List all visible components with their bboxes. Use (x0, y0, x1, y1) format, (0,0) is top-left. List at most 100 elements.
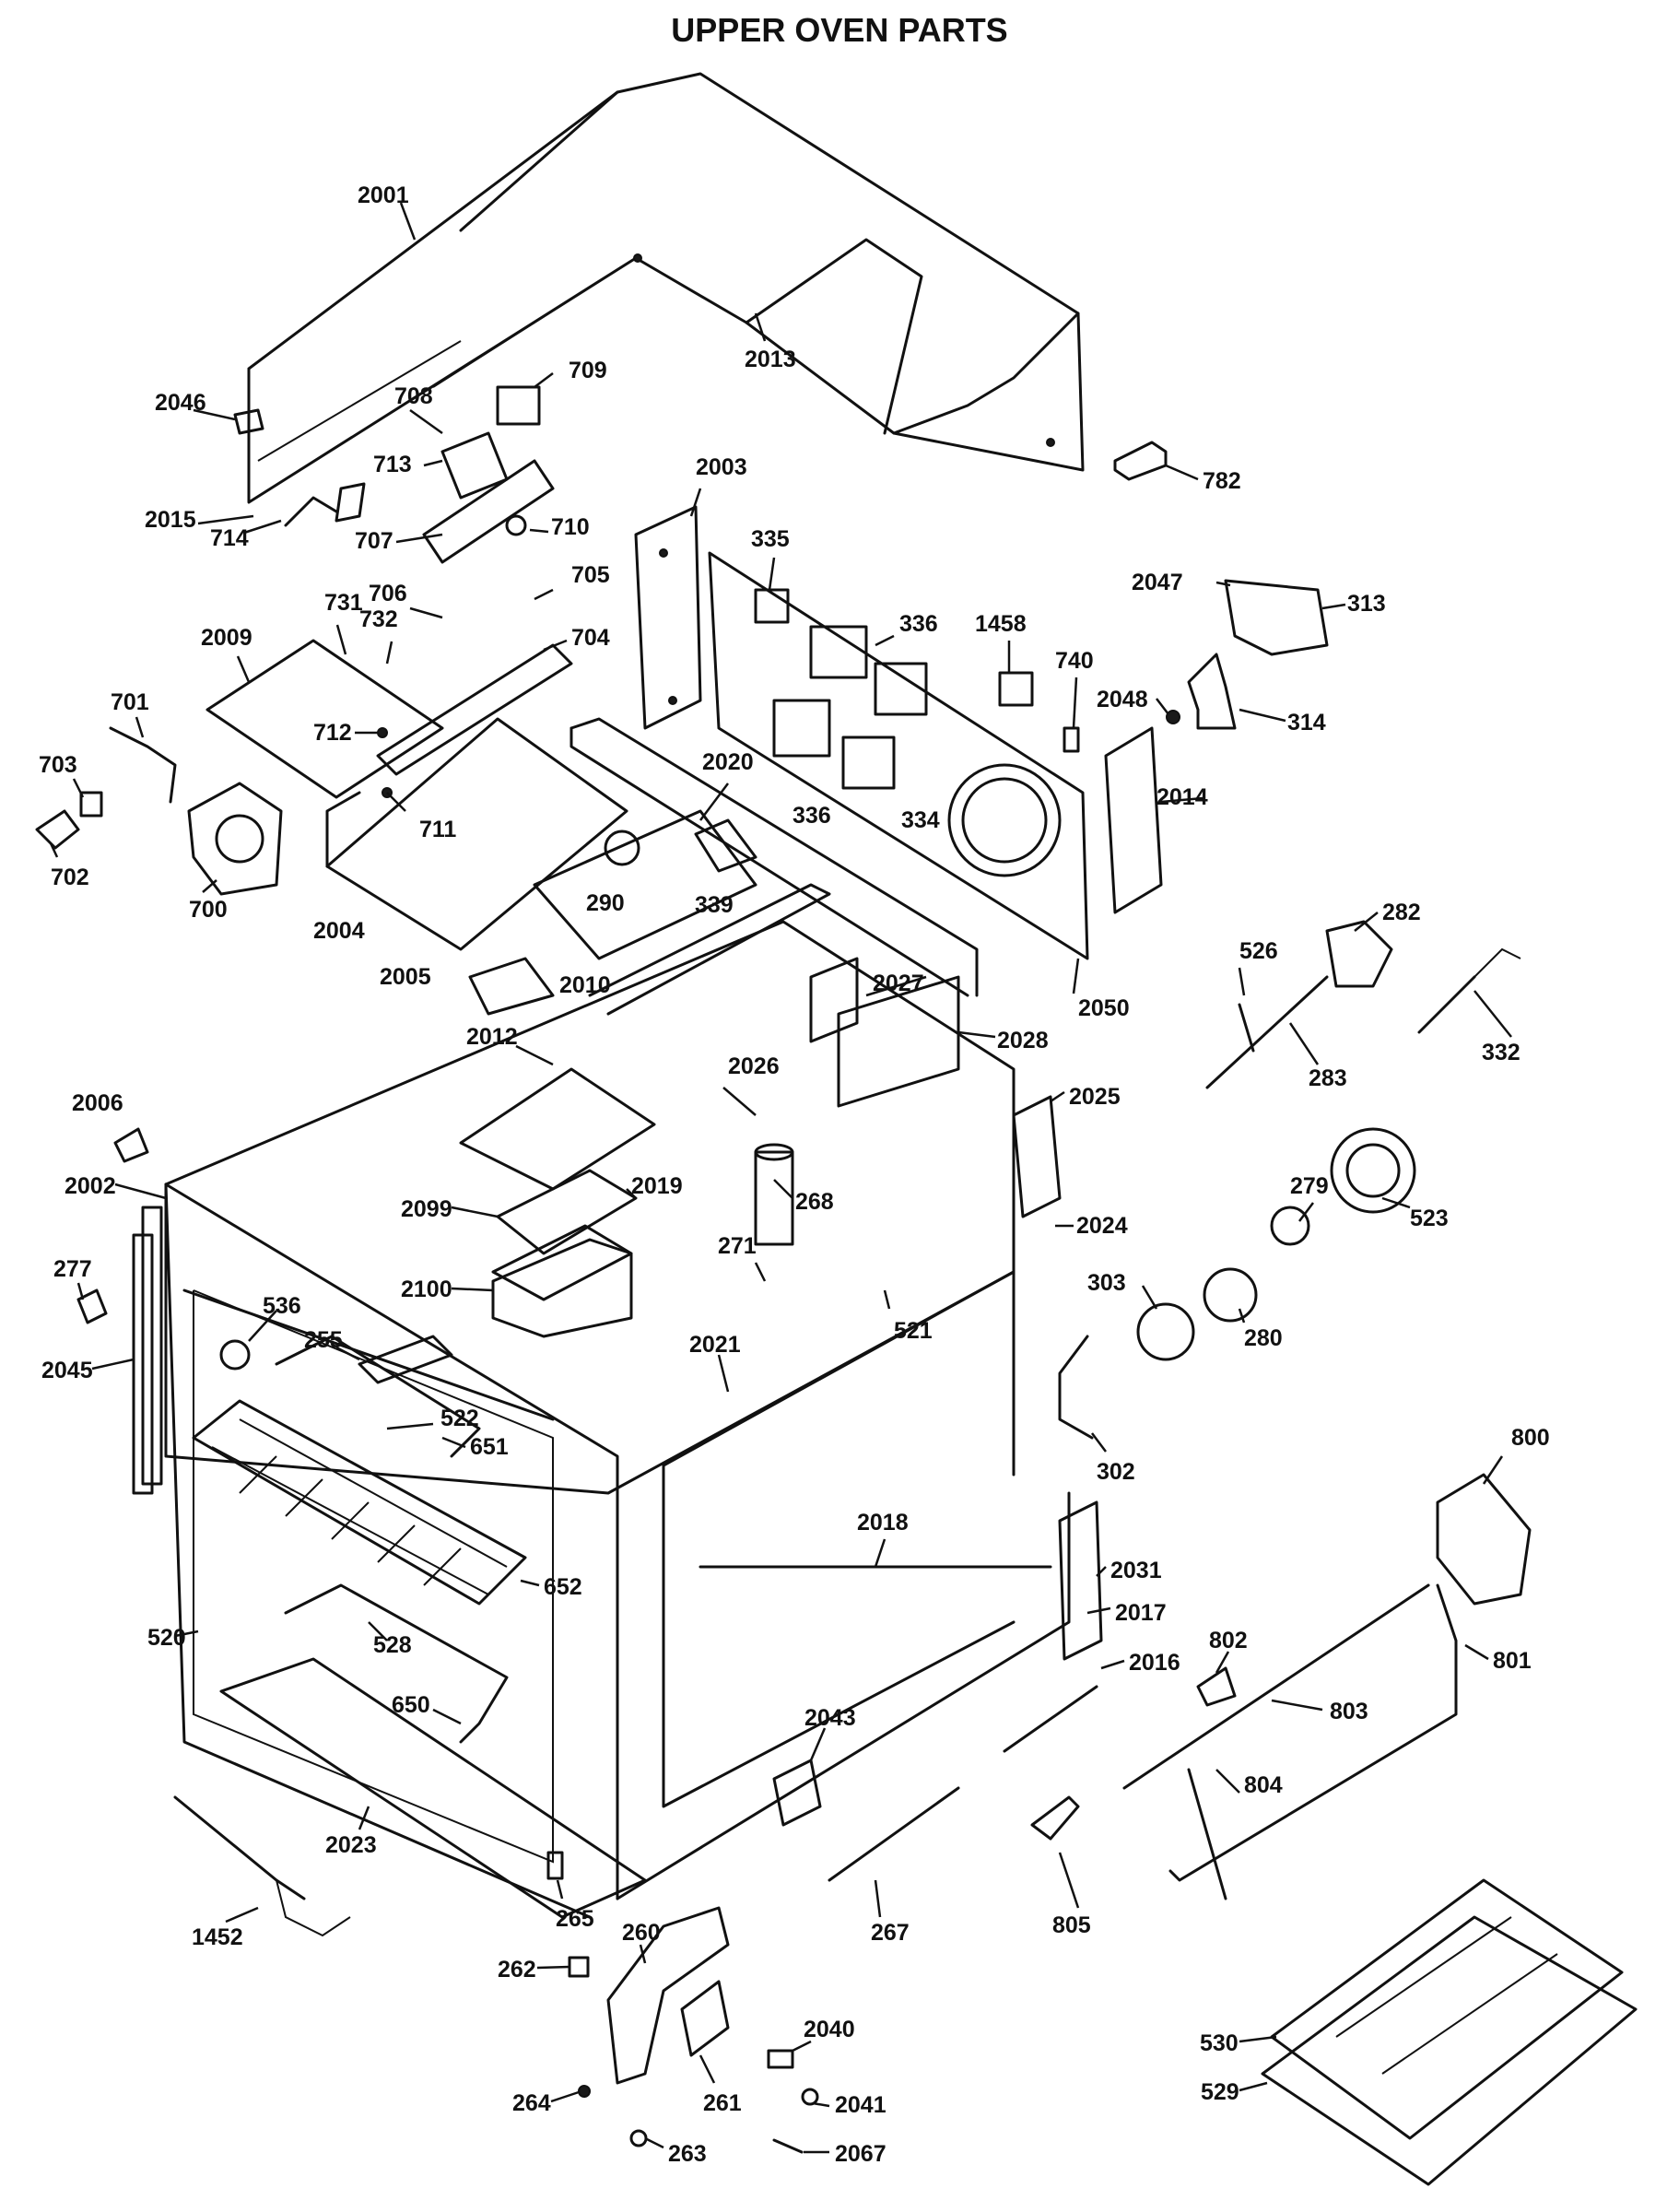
relay-panel-2050 (708, 551, 1089, 960)
label-339: 339 (695, 892, 734, 918)
oven-rack-528 (192, 1399, 527, 1606)
label-2014: 2014 (1157, 784, 1208, 810)
label-2009: 2009 (201, 625, 252, 651)
label-800: 800 (1511, 1425, 1550, 1451)
label-782: 782 (1203, 468, 1241, 494)
label-2041: 2041 (835, 2092, 886, 2118)
part-2006 (113, 1127, 149, 1163)
bottom-panel-2023 (219, 1657, 647, 1919)
parts-2047-313-314 (1187, 579, 1329, 730)
rotisserie-parts-800-801-802-803-804-805 (1030, 1473, 1532, 1900)
label-1458: 1458 (975, 611, 1027, 637)
label-290: 290 (586, 890, 625, 916)
label-255: 255 (304, 1327, 343, 1353)
label-2045: 2045 (41, 1358, 93, 1383)
label-740: 740 (1055, 648, 1094, 674)
label-2012: 2012 (466, 1024, 518, 1050)
label-709: 709 (569, 358, 607, 383)
label-2026: 2026 (728, 1053, 780, 1079)
label-2025: 2025 (1069, 1084, 1121, 1110)
label-708: 708 (394, 383, 433, 409)
broil-element-651 (275, 1335, 481, 1458)
label-650: 650 (392, 1692, 430, 1718)
label-732: 732 (359, 606, 398, 632)
label-2067: 2067 (835, 2141, 886, 2167)
label-2048: 2048 (1097, 687, 1148, 712)
label-702: 702 (51, 865, 89, 890)
label-2013: 2013 (745, 347, 796, 372)
label-529: 529 (1201, 2079, 1239, 2105)
label-2002: 2002 (65, 1173, 116, 1199)
label-277: 277 (53, 1256, 92, 1282)
label-2018: 2018 (857, 1510, 909, 1535)
label-705: 705 (571, 562, 610, 588)
label-279: 279 (1290, 1173, 1329, 1199)
label-260: 260 (622, 1920, 661, 1946)
label-280: 280 (1244, 1325, 1283, 1351)
label-2010: 2010 (559, 972, 611, 998)
part-782 (1113, 441, 1168, 481)
part-277 (76, 1288, 108, 1324)
label-2046: 2046 (155, 390, 206, 416)
label-2006: 2006 (72, 1090, 123, 1116)
label-803: 803 (1330, 1699, 1368, 1724)
vent-2012-2019-2099-2100 (459, 1067, 794, 1338)
label-2019: 2019 (631, 1173, 683, 1199)
top-cover-2001 (247, 72, 1085, 504)
label-528: 528 (373, 1632, 412, 1658)
parts-1458-740-2048 (998, 671, 1180, 753)
parts-701-703-702-700 (35, 726, 283, 896)
broiler-pan-530-529 (1261, 1878, 1638, 2186)
label-651: 651 (470, 1434, 509, 1460)
label-283: 283 (1309, 1065, 1347, 1091)
label-2016: 2016 (1129, 1650, 1180, 1676)
rail-2020 (569, 717, 979, 1016)
label-731: 731 (324, 590, 363, 616)
part-536 (219, 1339, 251, 1371)
label-536: 536 (263, 1293, 301, 1319)
part-265 (546, 1851, 564, 1880)
label-704: 704 (571, 625, 610, 651)
label-526: 526 (1239, 938, 1278, 964)
label-2004: 2004 (313, 918, 365, 944)
label-314: 314 (1287, 710, 1326, 735)
label-282: 282 (1382, 900, 1421, 925)
label-2005: 2005 (380, 964, 431, 990)
part-267 (828, 1786, 960, 1882)
small-parts-264-263-2040-2041-2067 (578, 2049, 819, 2154)
label-2017: 2017 (1115, 1600, 1167, 1626)
label-804: 804 (1244, 1772, 1283, 1798)
label-710: 710 (551, 514, 590, 540)
label-2099: 2099 (401, 1196, 452, 1222)
label-2003: 2003 (696, 454, 747, 480)
label-261: 261 (703, 2090, 742, 2116)
label-713: 713 (373, 452, 412, 477)
control-components (233, 385, 555, 564)
label-2001: 2001 (358, 182, 409, 208)
part-332 (1417, 947, 1521, 1034)
part-2045 (132, 1233, 154, 1495)
label-2031: 2031 (1110, 1558, 1162, 1583)
bake-element-650 (284, 1583, 509, 1744)
label-2027: 2027 (873, 971, 924, 996)
label-2024: 2024 (1076, 1213, 1128, 1239)
plate-2014 (1104, 726, 1163, 914)
label-522: 522 (440, 1406, 479, 1431)
label-302: 302 (1097, 1459, 1135, 1485)
label-2028: 2028 (997, 1028, 1049, 1053)
label-703: 703 (39, 752, 77, 778)
label-712: 712 (313, 720, 352, 746)
label-801: 801 (1493, 1648, 1532, 1674)
label-802: 802 (1209, 1628, 1248, 1653)
label-700: 700 (189, 897, 228, 923)
label-336-bottom: 336 (793, 803, 831, 829)
label-707: 707 (355, 528, 393, 554)
label-336-top: 336 (899, 611, 938, 637)
label-332: 332 (1482, 1040, 1520, 1065)
label-2100: 2100 (401, 1277, 452, 1302)
label-2023: 2023 (325, 1832, 377, 1858)
label-701: 701 (111, 689, 149, 715)
door-hinge-parts-2031-2017-2016-2043 (699, 1500, 1103, 1827)
label-335: 335 (751, 526, 790, 552)
label-2021: 2021 (689, 1332, 741, 1358)
